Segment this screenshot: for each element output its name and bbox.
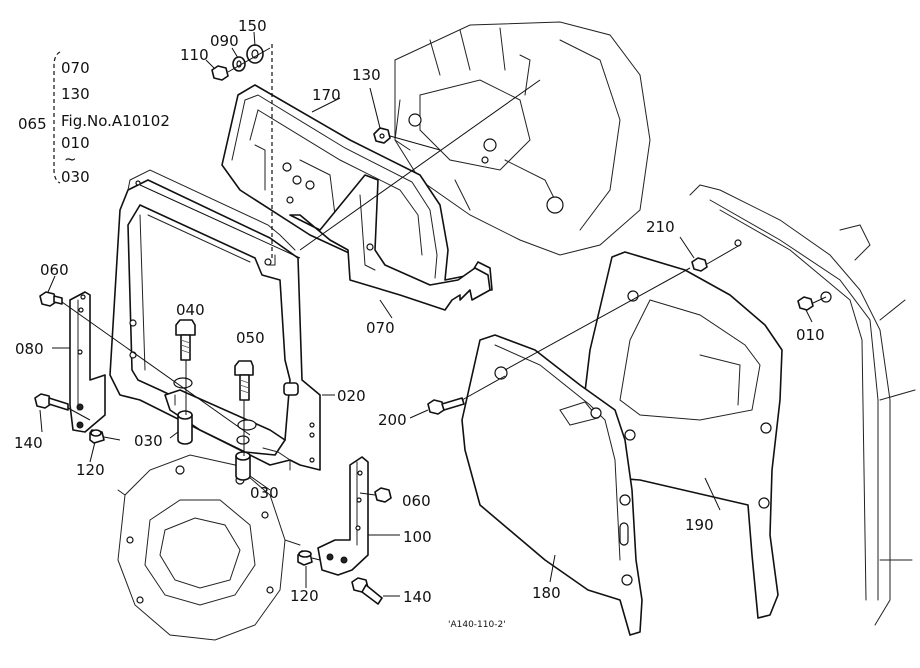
labels: 065 070 130 Fig.No.A10102 010 ~ 030 110 …: [14, 17, 825, 630]
part-030-spacer-a: [177, 410, 193, 445]
label-leaders: [39, 31, 813, 597]
part-070-bracket: [289, 174, 491, 311]
label-040: 040: [176, 301, 205, 319]
label-090: 090: [210, 32, 239, 50]
drawing-code: 'A140-110-2': [448, 620, 506, 630]
part-060-bolt-a: [39, 291, 63, 307]
label-060-b: 060: [402, 492, 431, 510]
part-050-bolt: [234, 360, 254, 401]
part-080-bracket: [69, 291, 106, 433]
label-050: 050: [236, 329, 265, 347]
group-line-2: 130: [61, 85, 90, 103]
part-110-bolt: [211, 65, 229, 81]
label-130: 130: [352, 66, 381, 84]
group-line-4: 010: [61, 134, 90, 152]
group-note-bracket: [53, 51, 61, 184]
label-140-a: 140: [14, 434, 43, 452]
part-020-frame: [109, 169, 321, 471]
radiator-frame-outline: [689, 184, 916, 626]
group-line-3: Fig.No.A10102: [61, 112, 170, 130]
part-100-bracket: [317, 456, 369, 576]
label-140-b: 140: [403, 588, 432, 606]
part-120-spacer-b: [297, 550, 313, 566]
part-200-bolt: [427, 397, 465, 415]
label-020: 020: [337, 387, 366, 405]
part-140-bolt-a: [34, 393, 69, 411]
part-090-washer: [232, 56, 246, 72]
label-110: 110: [180, 46, 209, 64]
label-210: 210: [646, 218, 675, 236]
label-150: 150: [238, 17, 267, 35]
part-010-nut: [797, 296, 814, 311]
part-060-bolt-b: [374, 487, 392, 503]
label-060-a: 060: [40, 261, 69, 279]
label-170: 170: [312, 86, 341, 104]
label-100: 100: [403, 528, 432, 546]
part-120-spacer-a: [89, 429, 105, 444]
assembly-lines: [61, 44, 827, 561]
label-030-b: 030: [250, 484, 279, 502]
label-190: 190: [685, 516, 714, 534]
engine-block-outline: [394, 21, 651, 256]
group-line-5: ~: [64, 150, 77, 168]
label-070: 070: [366, 319, 395, 337]
part-140-bolt-b: [351, 577, 383, 605]
part-130-nut: [373, 127, 391, 144]
part-210-nut: [691, 257, 708, 272]
label-120-a: 120: [76, 461, 105, 479]
label-180: 180: [532, 584, 561, 602]
group-label-065: 065: [18, 115, 47, 133]
label-010: 010: [796, 326, 825, 344]
part-030-spacer-b: [235, 451, 251, 481]
label-030-a: 030: [134, 432, 163, 450]
flywheel-housing-outline: [117, 454, 301, 641]
part-040-bolt: [175, 319, 196, 361]
part-180-plate: [461, 334, 643, 636]
label-200: 200: [378, 411, 407, 429]
label-080: 080: [15, 340, 44, 358]
group-line-1: 070: [61, 59, 90, 77]
group-line-6: 030: [61, 168, 90, 186]
label-120-b: 120: [290, 587, 319, 605]
